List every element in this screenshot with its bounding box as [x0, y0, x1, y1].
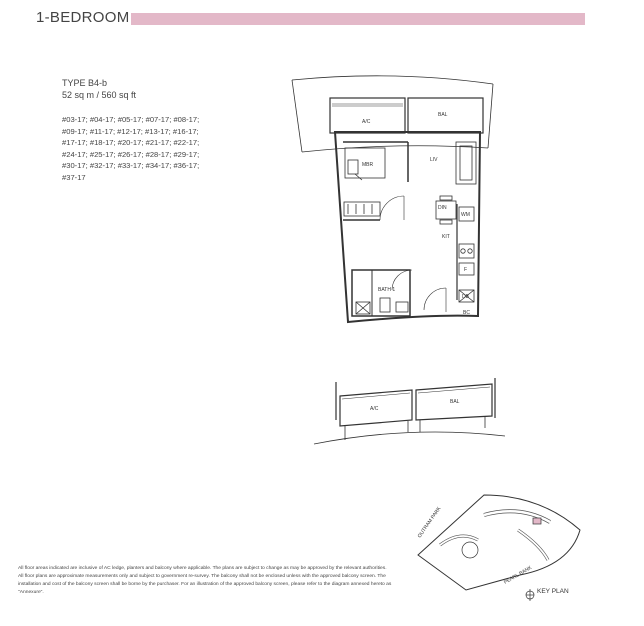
label-liv: LIV	[430, 157, 438, 163]
key-plan-label: KEY PLAN	[537, 588, 569, 595]
label-f: F	[464, 267, 467, 273]
disclaimer-text: All floor areas indicated are inclusive …	[18, 566, 392, 595]
floor-plan	[291, 75, 494, 324]
label-wm: WM	[461, 212, 470, 218]
unit-numbers-line: #24-17; #25-17; #26-17; #28-17; #29-17;	[62, 149, 200, 159]
section-label-ac: A/C	[370, 406, 379, 412]
label-mbr: MBR	[362, 162, 374, 168]
label-din: DIN	[438, 205, 447, 211]
unit-numbers-line: #09-17; #11-17; #12-17; #13-17; #16-17;	[62, 126, 199, 136]
unit-numbers-line: #37-17	[62, 172, 86, 182]
label-bath: BATH 1	[378, 287, 395, 293]
section-labels: A/C BAL	[370, 399, 460, 412]
label-bc: BC	[463, 310, 470, 316]
label-kit: KIT	[442, 234, 450, 240]
label-ac: A/C	[362, 119, 371, 125]
unit-type: TYPE B4-b	[62, 78, 108, 88]
road-label-outram: OUTRAM PARK	[417, 505, 443, 539]
label-bal: BAL	[438, 112, 448, 118]
unit-area: 52 sq m / 560 sq ft	[62, 90, 137, 100]
section-label-bal: BAL	[450, 399, 460, 405]
page-title: 1-BEDROOM	[36, 9, 130, 26]
unit-numbers-line: #03-17; #04-17; #05-17; #07-17; #08-17;	[62, 115, 200, 124]
unit-numbers-list: #03-17; #04-17; #05-17; #07-17; #08-17; …	[62, 114, 242, 184]
label-db: DB	[462, 294, 470, 300]
unit-numbers-line: #30-17; #32-17; #33-17; #34-17; #36-17;	[62, 161, 200, 171]
unit-type-block: TYPE B4-b 52 sq m / 560 sq ft	[62, 77, 136, 101]
title-accent-bar	[131, 13, 585, 25]
key-plan-highlight-unit	[532, 517, 542, 525]
section-drawing	[313, 378, 506, 445]
floor-plan-labels: A/C BAL MBR LIV DIN WM KIT F BATH 1 DB B…	[362, 112, 470, 316]
key-plan	[417, 494, 581, 601]
road-label-pearl: PEARL BANK	[503, 565, 534, 586]
unit-numbers-line: #17-17; #18-17; #20-17; #21-17; #22-17;	[62, 138, 200, 148]
